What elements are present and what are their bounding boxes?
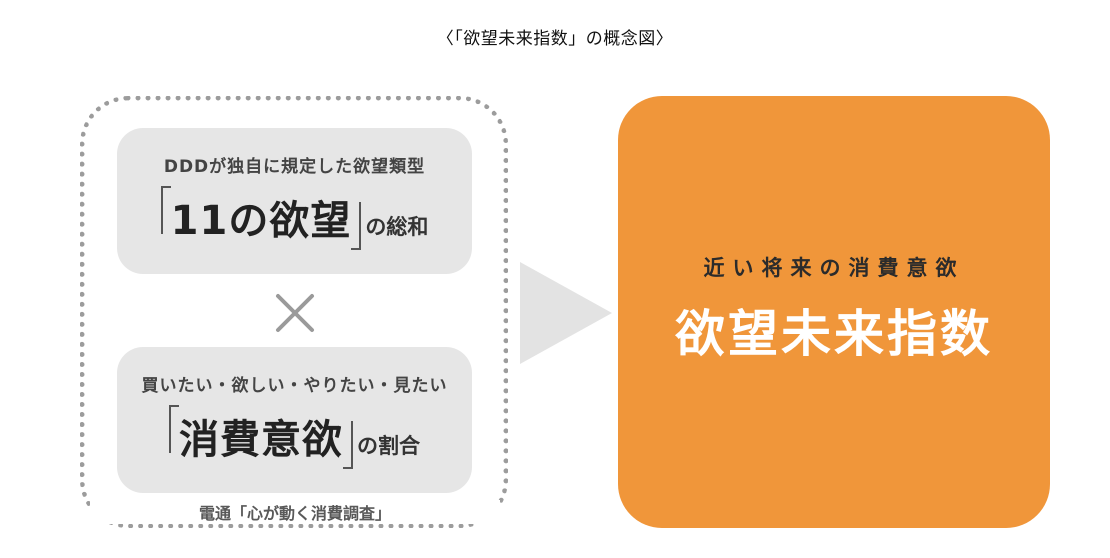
right-triangle-arrow-icon bbox=[520, 262, 612, 364]
desire-types-bracket: 11の欲望 bbox=[160, 186, 362, 250]
diagram-caption: 〈「欲望未来指数」の概念図〉 bbox=[436, 29, 674, 49]
consumption-subtitle: 買いたい・欲しい・やりたい・見たい bbox=[141, 376, 448, 396]
result-subtitle: 近い将来の消費意欲 bbox=[703, 256, 965, 280]
desire-types-card: DDDが独自に規定した欲望類型 11の欲望の総和 bbox=[117, 128, 472, 274]
result-box: 近い将来の消費意欲 欲望未来指数 bbox=[618, 96, 1050, 528]
consumption-suffix: の割合 bbox=[357, 434, 420, 458]
source-label: 電通「心が動く消費調査」 bbox=[90, 500, 500, 524]
consumption-card: 買いたい・欲しい・やりたい・見たい 消費意欲の割合 bbox=[117, 347, 472, 493]
consumption-term: 消費意欲 bbox=[179, 417, 343, 463]
desire-types-subtitle: DDDが独自に規定した欲望類型 bbox=[163, 157, 426, 177]
source-label-text: 電通「心が動く消費調査」 bbox=[188, 504, 401, 523]
desire-types-heading: 11の欲望の総和 bbox=[117, 186, 472, 250]
input-group-frame bbox=[80, 96, 508, 528]
multiply-icon bbox=[276, 294, 314, 332]
desire-types-suffix: の総和 bbox=[365, 215, 429, 239]
result-title: 欲望未来指数 bbox=[675, 305, 993, 363]
consumption-bracket: 消費意欲 bbox=[169, 405, 353, 469]
consumption-heading: 消費意欲の割合 bbox=[117, 405, 472, 469]
desire-types-term: 11の欲望 bbox=[170, 198, 352, 244]
